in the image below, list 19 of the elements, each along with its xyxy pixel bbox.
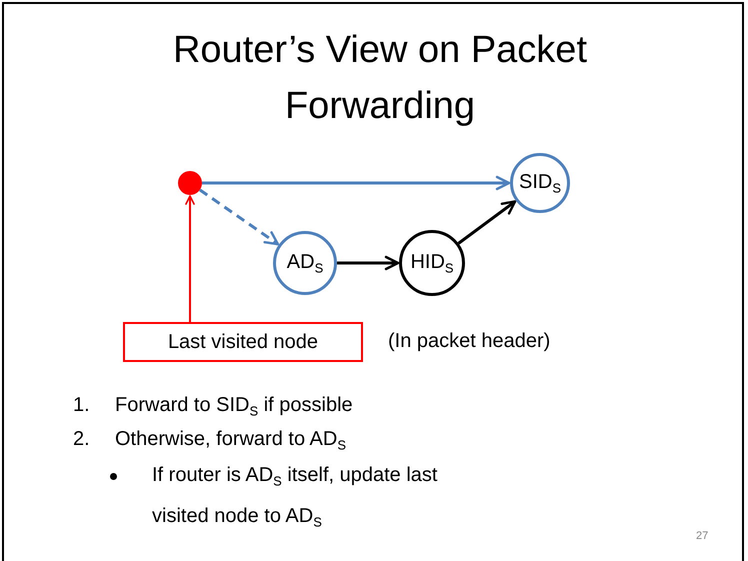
list-number: 1. [73,394,90,417]
node-label: SID$_{S}$ [518,170,561,196]
arrow [199,188,280,246]
list-number: 2. [73,428,90,451]
label-box [123,322,363,362]
dot-node [178,171,202,195]
list-item: If router is AD$_{S}$ itself, update last visited node to AD$_{S}$ [152,463,438,532]
arrow [185,195,195,322]
list-item: Otherwise, forward to AD$_{S}$ [115,428,346,453]
page-number: 27 [696,530,708,542]
arrow [337,256,400,270]
node-label: HID$_{S}$ [410,250,454,276]
node-label: Last visited node [168,330,318,354]
list-item: Forward to SID$_{S}$ if possible [115,394,353,419]
note-text: (In packet header) [388,330,550,353]
slide-title: Router’s View on Packet Forwarding [172,28,588,129]
arrow [202,176,510,190]
arrow [458,200,516,245]
node-label: AD$_{S}$ [286,250,324,276]
